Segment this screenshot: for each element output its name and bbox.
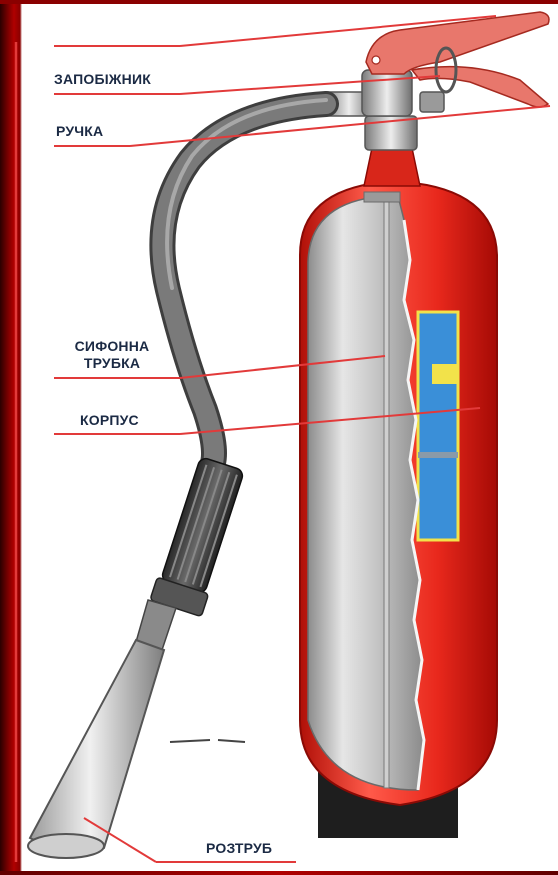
- nozzle-grip: [150, 455, 248, 616]
- inner-yellow-marker: [432, 364, 458, 384]
- cylinder-neck: [364, 148, 420, 186]
- handle-pivot: [372, 56, 380, 64]
- horn-cone: [30, 640, 164, 852]
- siphon-tube: [384, 198, 389, 788]
- inner-content-panel: [418, 312, 458, 540]
- label-fuse: ЗАПОБІЖНИК: [54, 71, 151, 88]
- label-body: КОРПУС: [80, 412, 139, 429]
- valve-head: [362, 70, 412, 116]
- label-horn: РОЗТРУБ: [206, 840, 272, 857]
- siphon-collar: [364, 192, 400, 202]
- inner-grey-band: [418, 452, 458, 458]
- label-siphon-line1: СИФОННА: [62, 338, 162, 355]
- horn-mouth: [28, 834, 104, 858]
- valve-nut: [420, 92, 444, 112]
- ground-mark: [170, 740, 245, 742]
- handle-lever: [366, 12, 549, 74]
- label-handle: РУЧКА: [56, 123, 103, 140]
- frame-bottom: [0, 871, 558, 875]
- label-siphon: СИФОННА ТРУБКА: [62, 338, 162, 372]
- label-siphon-line2: ТРУБКА: [62, 355, 162, 372]
